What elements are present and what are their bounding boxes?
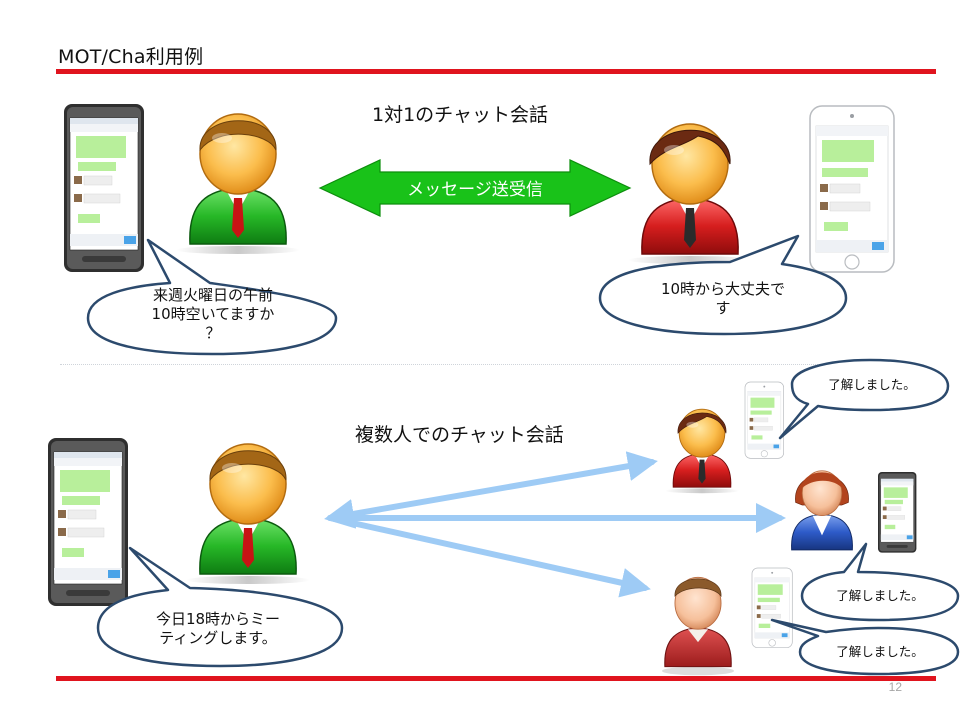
page-number: 12 (888, 680, 902, 694)
green-double-arrow (318, 159, 632, 217)
group-green-suit-man-avatar (185, 443, 311, 585)
recipient-red-suit-man (664, 408, 740, 494)
left-bubble-line-1: 来週火曜日の午前 (152, 286, 273, 304)
left-bubble-line-3: ？ (205, 324, 221, 342)
section-divider (60, 364, 900, 365)
recipient-2-android-phone (877, 471, 917, 553)
group-main-bubble-text: 今日18時からミー ティングします。 (118, 610, 318, 648)
reply-3-text: 了解しました。 (836, 644, 924, 659)
group-main-speech-bubble (96, 546, 344, 668)
reply-1-text: 了解しました。 (828, 377, 916, 392)
slide-title: MOT/Cha利用例 (58, 46, 204, 68)
left-speech-bubble (86, 238, 338, 356)
red-suit-man-avatar (627, 123, 753, 265)
right-bubble-line-1: 10時から大丈夫で (660, 280, 786, 298)
recipient-blue-suit-woman (791, 470, 853, 551)
reply-2-text: 了解しました。 (836, 588, 924, 603)
right-bubble-text: 10時から大丈夫で す (638, 280, 808, 318)
recipient-1-iphone (744, 381, 784, 459)
footer-rule (56, 676, 936, 681)
arrow-label: メッセージ送受信 (407, 180, 543, 200)
broadcast-arrows (324, 451, 786, 598)
recipient-sweater-man (661, 576, 735, 676)
left-android-phone (63, 103, 145, 273)
green-suit-man-avatar (175, 113, 301, 255)
title-rule (56, 69, 936, 74)
group-main-bubble-line-2: ティングします。 (159, 629, 277, 647)
group-chat-heading: 複数人でのチャット会話 (355, 424, 564, 446)
right-bubble-line-2: す (715, 299, 731, 317)
left-bubble-text: 来週火曜日の午前 10時空いてますか ？ (118, 286, 308, 343)
one-on-one-heading: 1対1のチャット会話 (372, 104, 548, 126)
reply-bubble-2 (800, 542, 960, 622)
group-left-android-phone (47, 437, 129, 607)
right-speech-bubble (598, 234, 848, 336)
right-iphone (809, 105, 895, 273)
group-main-bubble-line-1: 今日18時からミー (155, 610, 281, 628)
left-bubble-line-2: 10時空いてますか (151, 305, 275, 323)
recipient-3-iphone (751, 567, 793, 649)
reply-bubble-1 (778, 358, 950, 440)
reply-bubble-3 (770, 618, 960, 676)
